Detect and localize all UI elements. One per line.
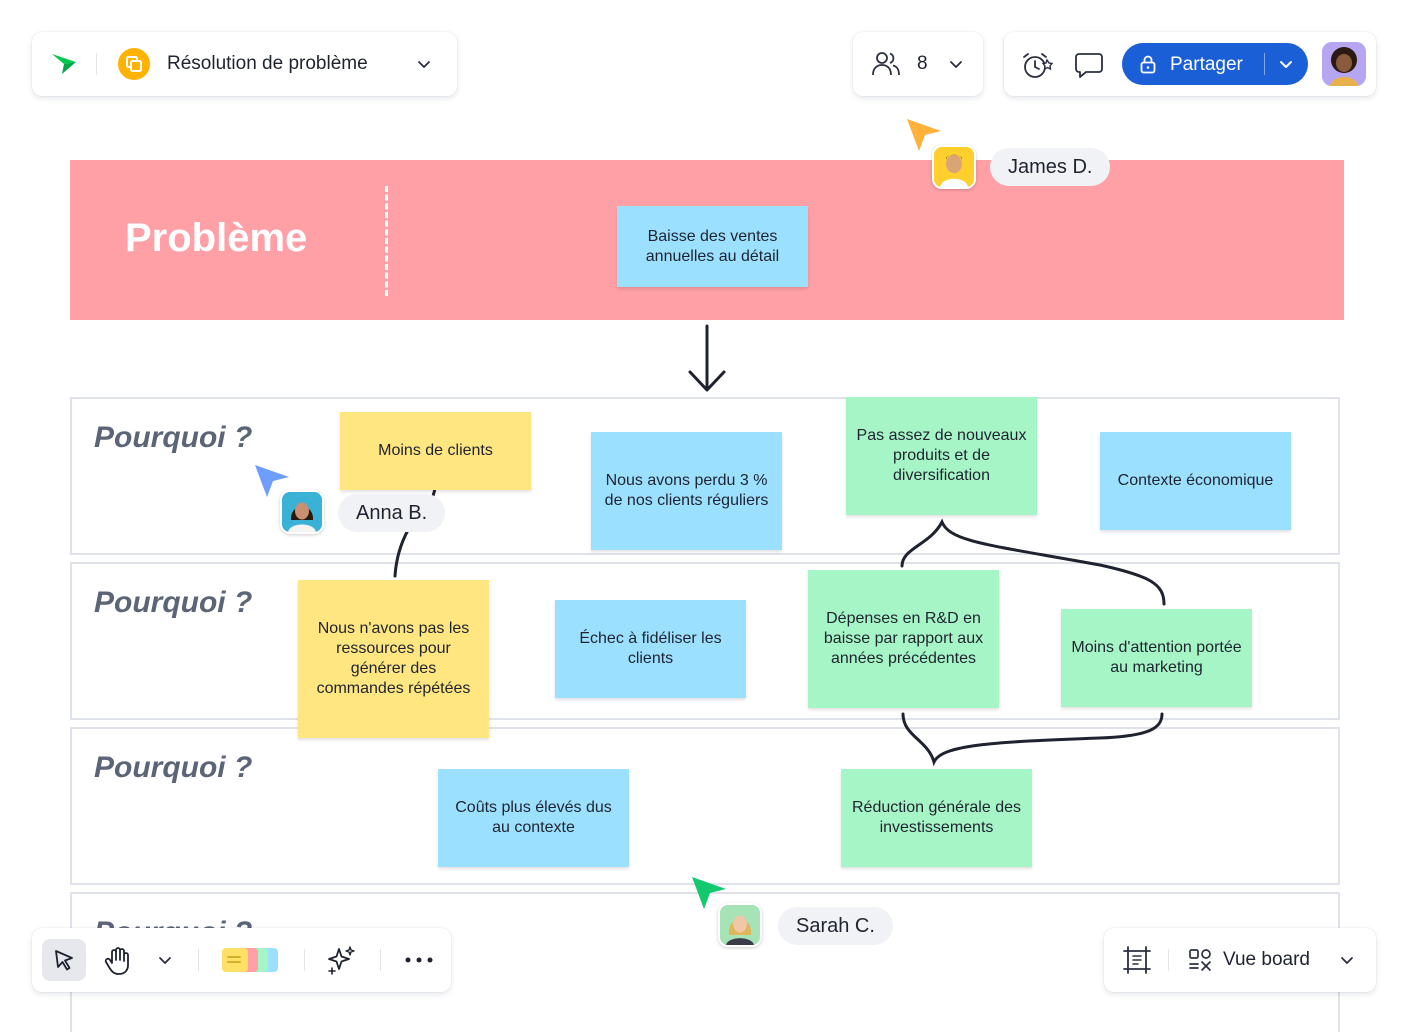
sticky-note[interactable]: Dépenses en R&D en baisse par rapport au…	[808, 570, 999, 708]
select-tool-button[interactable]	[42, 939, 86, 981]
sticky-note[interactable]: Moins de clients	[340, 412, 531, 490]
view-mode-label: Vue board	[1223, 949, 1310, 970]
tools-toolbar	[32, 928, 451, 992]
view-mode-selector[interactable]: Vue board	[1188, 938, 1364, 982]
collaborator-name: James D.	[990, 148, 1111, 186]
divider	[380, 949, 381, 971]
pointer-icon	[52, 948, 76, 972]
cursor-icon	[253, 463, 291, 499]
down-arrow	[688, 324, 726, 392]
banner-divider	[385, 186, 388, 296]
more-icon[interactable]	[404, 956, 434, 964]
share-button[interactable]: Partager	[1122, 43, 1308, 85]
actions-panel: Partager	[1004, 32, 1376, 96]
lock-icon	[1138, 54, 1158, 74]
collaborator-name: Anna B.	[338, 494, 446, 532]
board-title[interactable]: Résolution de problème	[167, 53, 368, 74]
board-title-panel: Résolution de problème	[32, 32, 457, 96]
chevron-down-icon[interactable]	[156, 951, 174, 969]
users-icon	[871, 50, 901, 78]
banner-title: Problème	[125, 216, 308, 260]
shapes-icon	[1188, 948, 1212, 972]
sticky-note[interactable]: Pas assez de nouveaux produits et de div…	[846, 397, 1037, 515]
row-label: Pourquoi ?	[94, 421, 253, 454]
collaborator-name: Sarah C.	[778, 907, 893, 945]
sticky-note[interactable]: Coûts plus élevés dus au contexte	[438, 769, 629, 867]
sticky-note[interactable]: Moins d'attention portée au marketing	[1061, 609, 1252, 707]
why-row-3: Pourquoi ?	[70, 727, 1340, 885]
sticky-notes-icon[interactable]	[220, 944, 282, 976]
sticky-note-problem[interactable]: Baisse des ventes annuelles au détail	[617, 206, 808, 287]
share-label: Partager	[1170, 54, 1243, 75]
cursor-icon	[690, 875, 728, 911]
divider	[96, 53, 97, 75]
chevron-down-icon	[1338, 951, 1356, 969]
app-logo-icon[interactable]	[50, 52, 78, 76]
sticky-note[interactable]: Nous avons perdu 3 % de nos clients régu…	[591, 432, 782, 550]
collaborator-avatar	[280, 490, 324, 534]
view-panel: Vue board	[1104, 928, 1376, 992]
sparkle-icon[interactable]	[326, 944, 358, 976]
user-avatar[interactable]	[1322, 42, 1366, 86]
chevron-down-icon[interactable]	[1277, 55, 1295, 73]
chevron-down-icon[interactable]	[947, 55, 965, 73]
comment-icon[interactable]	[1074, 51, 1104, 79]
row-label: Pourquoi ?	[94, 586, 253, 619]
collaborator-avatar	[932, 145, 976, 189]
divider	[1168, 949, 1169, 971]
divider	[198, 949, 199, 971]
sticky-note[interactable]: Échec à fidéliser les clients	[555, 600, 746, 698]
collaborator-avatar	[718, 903, 762, 947]
participants-panel[interactable]: 8	[853, 32, 983, 96]
hand-icon[interactable]	[104, 946, 132, 976]
cursor-icon	[905, 117, 943, 153]
frame-icon[interactable]	[1122, 945, 1152, 975]
chevron-down-icon[interactable]	[415, 55, 433, 73]
sticky-note[interactable]: Nous n'avons pas les ressources pour gén…	[298, 580, 489, 738]
board-icon	[118, 48, 150, 80]
sticky-note[interactable]: Réduction générale des investissements	[841, 769, 1032, 867]
share-divider	[1264, 53, 1265, 75]
row-label: Pourquoi ?	[94, 751, 253, 784]
timer-icon[interactable]	[1020, 50, 1054, 80]
sticky-note[interactable]: Contexte économique	[1100, 432, 1291, 530]
problem-banner: Problème Baisse des ventes annuelles au …	[70, 160, 1344, 320]
divider	[304, 949, 305, 971]
participants-count: 8	[917, 53, 928, 74]
